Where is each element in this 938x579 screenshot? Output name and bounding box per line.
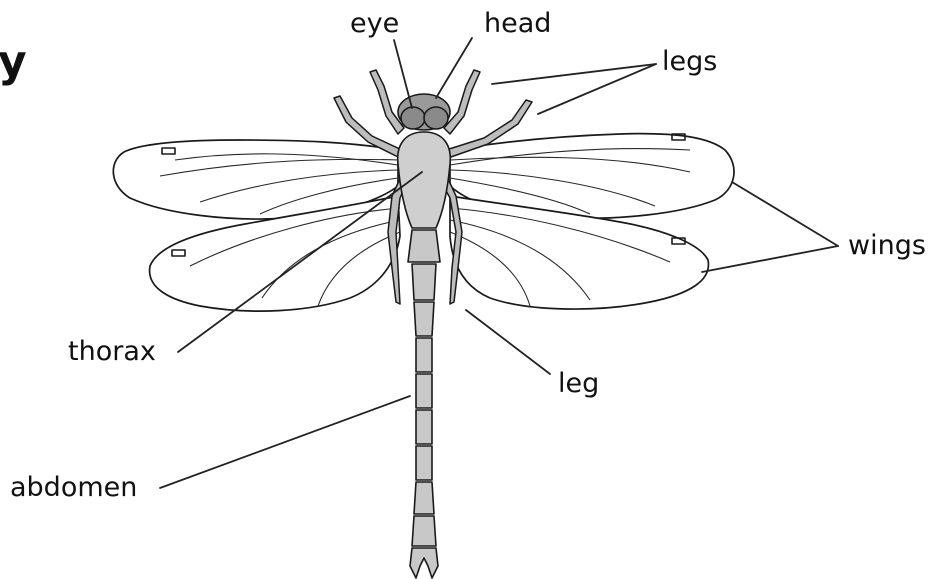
body-group xyxy=(398,94,451,578)
abdomen xyxy=(408,230,440,578)
left-eye xyxy=(401,107,425,129)
leader-leg xyxy=(466,310,550,374)
thorax xyxy=(398,132,451,228)
label-eye: eye xyxy=(350,8,399,39)
label-legs: legs xyxy=(662,46,717,77)
label-leg: leg xyxy=(558,368,599,399)
front-right-leg xyxy=(444,70,480,134)
label-wings: wings xyxy=(848,230,926,261)
label-head: head xyxy=(484,8,551,39)
right-eye xyxy=(424,107,448,129)
leader-wings-lower xyxy=(702,246,838,272)
front-left-leg xyxy=(370,70,404,134)
leader-wings-upper xyxy=(732,182,838,246)
label-abdomen: abdomen xyxy=(10,472,137,503)
leader-abdomen xyxy=(160,396,410,488)
label-thorax: thorax xyxy=(68,336,156,367)
corner-mark: y xyxy=(0,36,27,87)
leader-eye xyxy=(394,40,412,108)
